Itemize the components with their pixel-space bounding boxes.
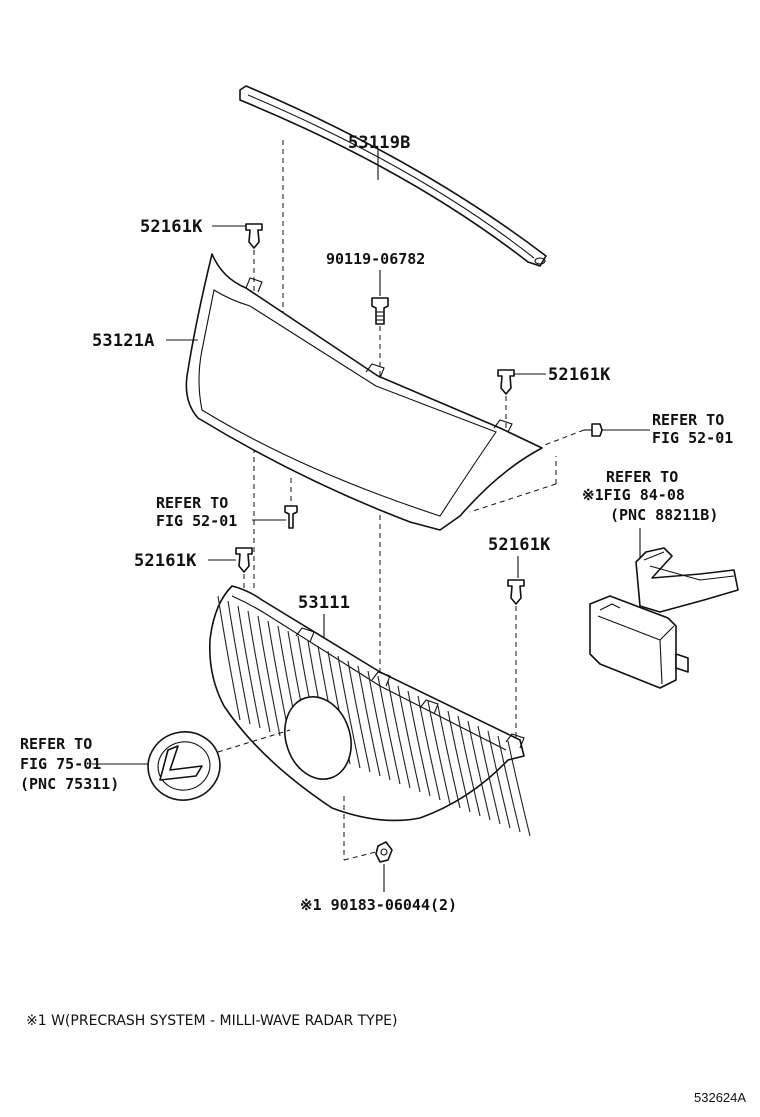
grille-slat <box>347 660 371 773</box>
label-52161k-top: 52161K <box>140 217 203 237</box>
refer-radar-line3: (PNC 88211B) <box>610 506 718 524</box>
refer-right-line2: FIG 52-01 <box>652 429 733 447</box>
figure-code: 532624A <box>694 1090 746 1105</box>
grille-slat <box>217 595 241 721</box>
bolt-icon <box>371 297 389 325</box>
molding-53119b <box>239 85 547 267</box>
refer-left-line2: FIG 52-01 <box>156 512 237 530</box>
clip-icon <box>245 223 263 249</box>
grille-slat <box>467 720 491 821</box>
grille-slat <box>427 700 451 805</box>
grille-slat <box>397 685 421 793</box>
label-53119b: 53119B <box>348 133 411 153</box>
label-52161k-right: 52161K <box>548 365 611 385</box>
refer-radar-line1: REFER TO <box>606 468 678 486</box>
refer-emblem-line1: REFER TO <box>20 735 92 753</box>
screw-icon <box>584 423 603 437</box>
label-90183-06044: ※1 90183-06044(2) <box>300 896 457 914</box>
label-53121a: 53121A <box>92 331 155 351</box>
grille-slat <box>497 735 521 833</box>
clip-icon <box>497 369 515 395</box>
grille-slat <box>477 725 501 825</box>
grille-slat <box>487 730 511 829</box>
grille-slat <box>447 710 471 813</box>
refer-emblem-line3: (PNC 75311) <box>20 775 119 793</box>
grille-slat <box>387 680 411 789</box>
grille-slat <box>227 600 251 725</box>
grille-slat <box>507 740 531 837</box>
refer-emblem-line2: FIG 75-01 <box>20 755 101 773</box>
nut-icon <box>375 841 393 863</box>
label-52161k-mid-left: 52161K <box>134 551 197 571</box>
refer-left-line1: REFER TO <box>156 494 228 512</box>
radar-sensor-icon <box>589 547 739 689</box>
label-52161k-mid-right: 52161K <box>488 535 551 555</box>
grille-slat <box>407 690 431 797</box>
label-53111: 53111 <box>298 593 350 613</box>
grille-slat <box>457 715 481 817</box>
grille-slat <box>337 655 361 769</box>
grille-frame-53121a <box>185 253 543 531</box>
clip-icon <box>507 579 525 605</box>
grille-slat <box>377 675 401 785</box>
refer-right-line1: REFER TO <box>652 411 724 429</box>
grille-53111 <box>208 585 531 837</box>
grille-slat <box>247 610 271 733</box>
grille-slat <box>367 670 391 781</box>
label-90119-06782: 90119-06782 <box>326 250 425 268</box>
refer-radar-line2: ※1FIG 84-08 <box>582 486 685 504</box>
grille-slat <box>357 665 381 777</box>
grille-slat <box>437 705 461 809</box>
clip-icon <box>235 547 253 573</box>
screw-icon <box>284 505 298 529</box>
lexus-emblem-icon <box>147 731 221 801</box>
grille-slat <box>417 695 441 801</box>
grille-slat <box>257 615 281 737</box>
grille-slat <box>237 605 261 729</box>
footnote: ※1 W(PRECRASH SYSTEM - MILLI-WAVE RADAR … <box>26 1013 397 1029</box>
